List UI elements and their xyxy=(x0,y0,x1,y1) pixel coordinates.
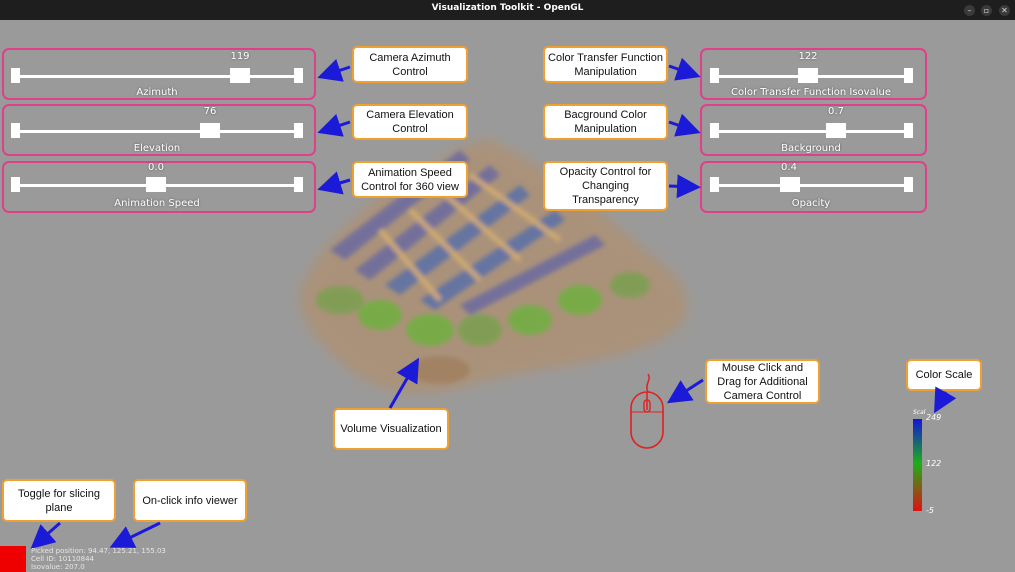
opacity-start-cap xyxy=(710,177,719,192)
colorbar-mid: 122 xyxy=(926,459,942,468)
speed-label: Animation Speed xyxy=(114,198,200,209)
background-slider-frame xyxy=(700,104,927,156)
speed-slider-thumb[interactable] xyxy=(146,177,166,192)
close-icon[interactable]: ✕ xyxy=(999,5,1010,16)
toggle-callout: Toggle for slicing plane xyxy=(2,479,116,522)
speed-start-cap xyxy=(11,177,20,192)
elevation-end-cap xyxy=(294,123,303,138)
isovalue-start-cap xyxy=(710,68,719,83)
opacity-callout: Opacity Control for Changing Transparenc… xyxy=(543,161,668,211)
background-end-cap xyxy=(904,123,913,138)
opacity-slider-frame xyxy=(700,161,927,213)
elevation-track[interactable] xyxy=(15,130,303,133)
color-scale-bar xyxy=(913,419,922,511)
background-slider-thumb[interactable] xyxy=(826,123,846,138)
elevation-label: Elevation xyxy=(133,143,181,154)
colorbar-min: -5 xyxy=(926,506,934,515)
elevation-start-cap xyxy=(11,123,20,138)
opacity-track[interactable] xyxy=(712,184,912,187)
opacity-value: 0.4 xyxy=(781,162,797,173)
background-value: 0.7 xyxy=(828,106,844,117)
azimuth-callout: Camera Azimuth Control xyxy=(352,46,468,83)
azimuth-start-cap xyxy=(11,68,20,83)
mouse-icon xyxy=(630,373,664,449)
azimuth-label: Azimuth xyxy=(136,87,178,98)
azimuth-track[interactable] xyxy=(15,75,303,78)
elevation-value: 76 xyxy=(203,106,217,117)
cell-id-text: Cell ID: 10110844 xyxy=(31,555,94,563)
speed-end-cap xyxy=(294,177,303,192)
isovalue-slider-thumb[interactable] xyxy=(798,68,818,83)
opacity-slider-thumb[interactable] xyxy=(780,177,800,192)
background-start-cap xyxy=(710,123,719,138)
elevation-callout: Camera Elevation Control xyxy=(352,104,468,140)
colorscale-callout: Color Scale xyxy=(906,359,982,391)
maximize-icon[interactable]: ▫ xyxy=(981,5,992,16)
opacity-label: Opacity xyxy=(791,198,831,209)
speed-slider-frame xyxy=(2,161,316,213)
azimuth-end-cap xyxy=(294,68,303,83)
opacity-end-cap xyxy=(904,177,913,192)
isovalue-label: Color Transfer Function Isovalue xyxy=(731,87,891,98)
isovalue-value: 122 xyxy=(798,51,818,62)
azimuth-value: 119 xyxy=(230,51,250,62)
background-label: Background xyxy=(781,143,841,154)
mouse-callout: Mouse Click and Drag for Additional Came… xyxy=(705,359,820,404)
title-bar: Visualization Toolkit - OpenGL – ▫ ✕ xyxy=(0,0,1015,20)
speed-callout: Animation Speed Control for 360 view xyxy=(352,161,468,198)
elevation-slider-thumb[interactable] xyxy=(200,123,220,138)
picked-position-text: Picked position: 94.47, 125.21, 155.03 xyxy=(31,547,166,555)
speed-value: 0.0 xyxy=(148,162,164,173)
ctf-callout: Color Transfer Function Manipulation xyxy=(543,46,668,83)
isovalue-end-cap xyxy=(904,68,913,83)
azimuth-slider-frame xyxy=(2,48,316,100)
colorbar-title: Scal xyxy=(913,409,926,416)
volume-callout: Volume Visualization xyxy=(333,408,449,450)
isovalue-text: Isovalue: 207.0 xyxy=(31,563,85,571)
info-callout: On-click info viewer xyxy=(133,479,247,522)
colorbar-max: 249 xyxy=(926,413,942,422)
window-title: Visualization Toolkit - OpenGL xyxy=(431,3,584,13)
minimize-icon[interactable]: – xyxy=(964,5,975,16)
bg-callout: Bacground Color Manipulation xyxy=(543,104,668,140)
isovalue-slider-frame xyxy=(700,48,927,100)
elevation-slider-frame xyxy=(2,104,316,156)
azimuth-slider-thumb[interactable] xyxy=(230,68,250,83)
background-track[interactable] xyxy=(712,130,912,133)
slicing-plane-toggle[interactable] xyxy=(0,546,26,572)
